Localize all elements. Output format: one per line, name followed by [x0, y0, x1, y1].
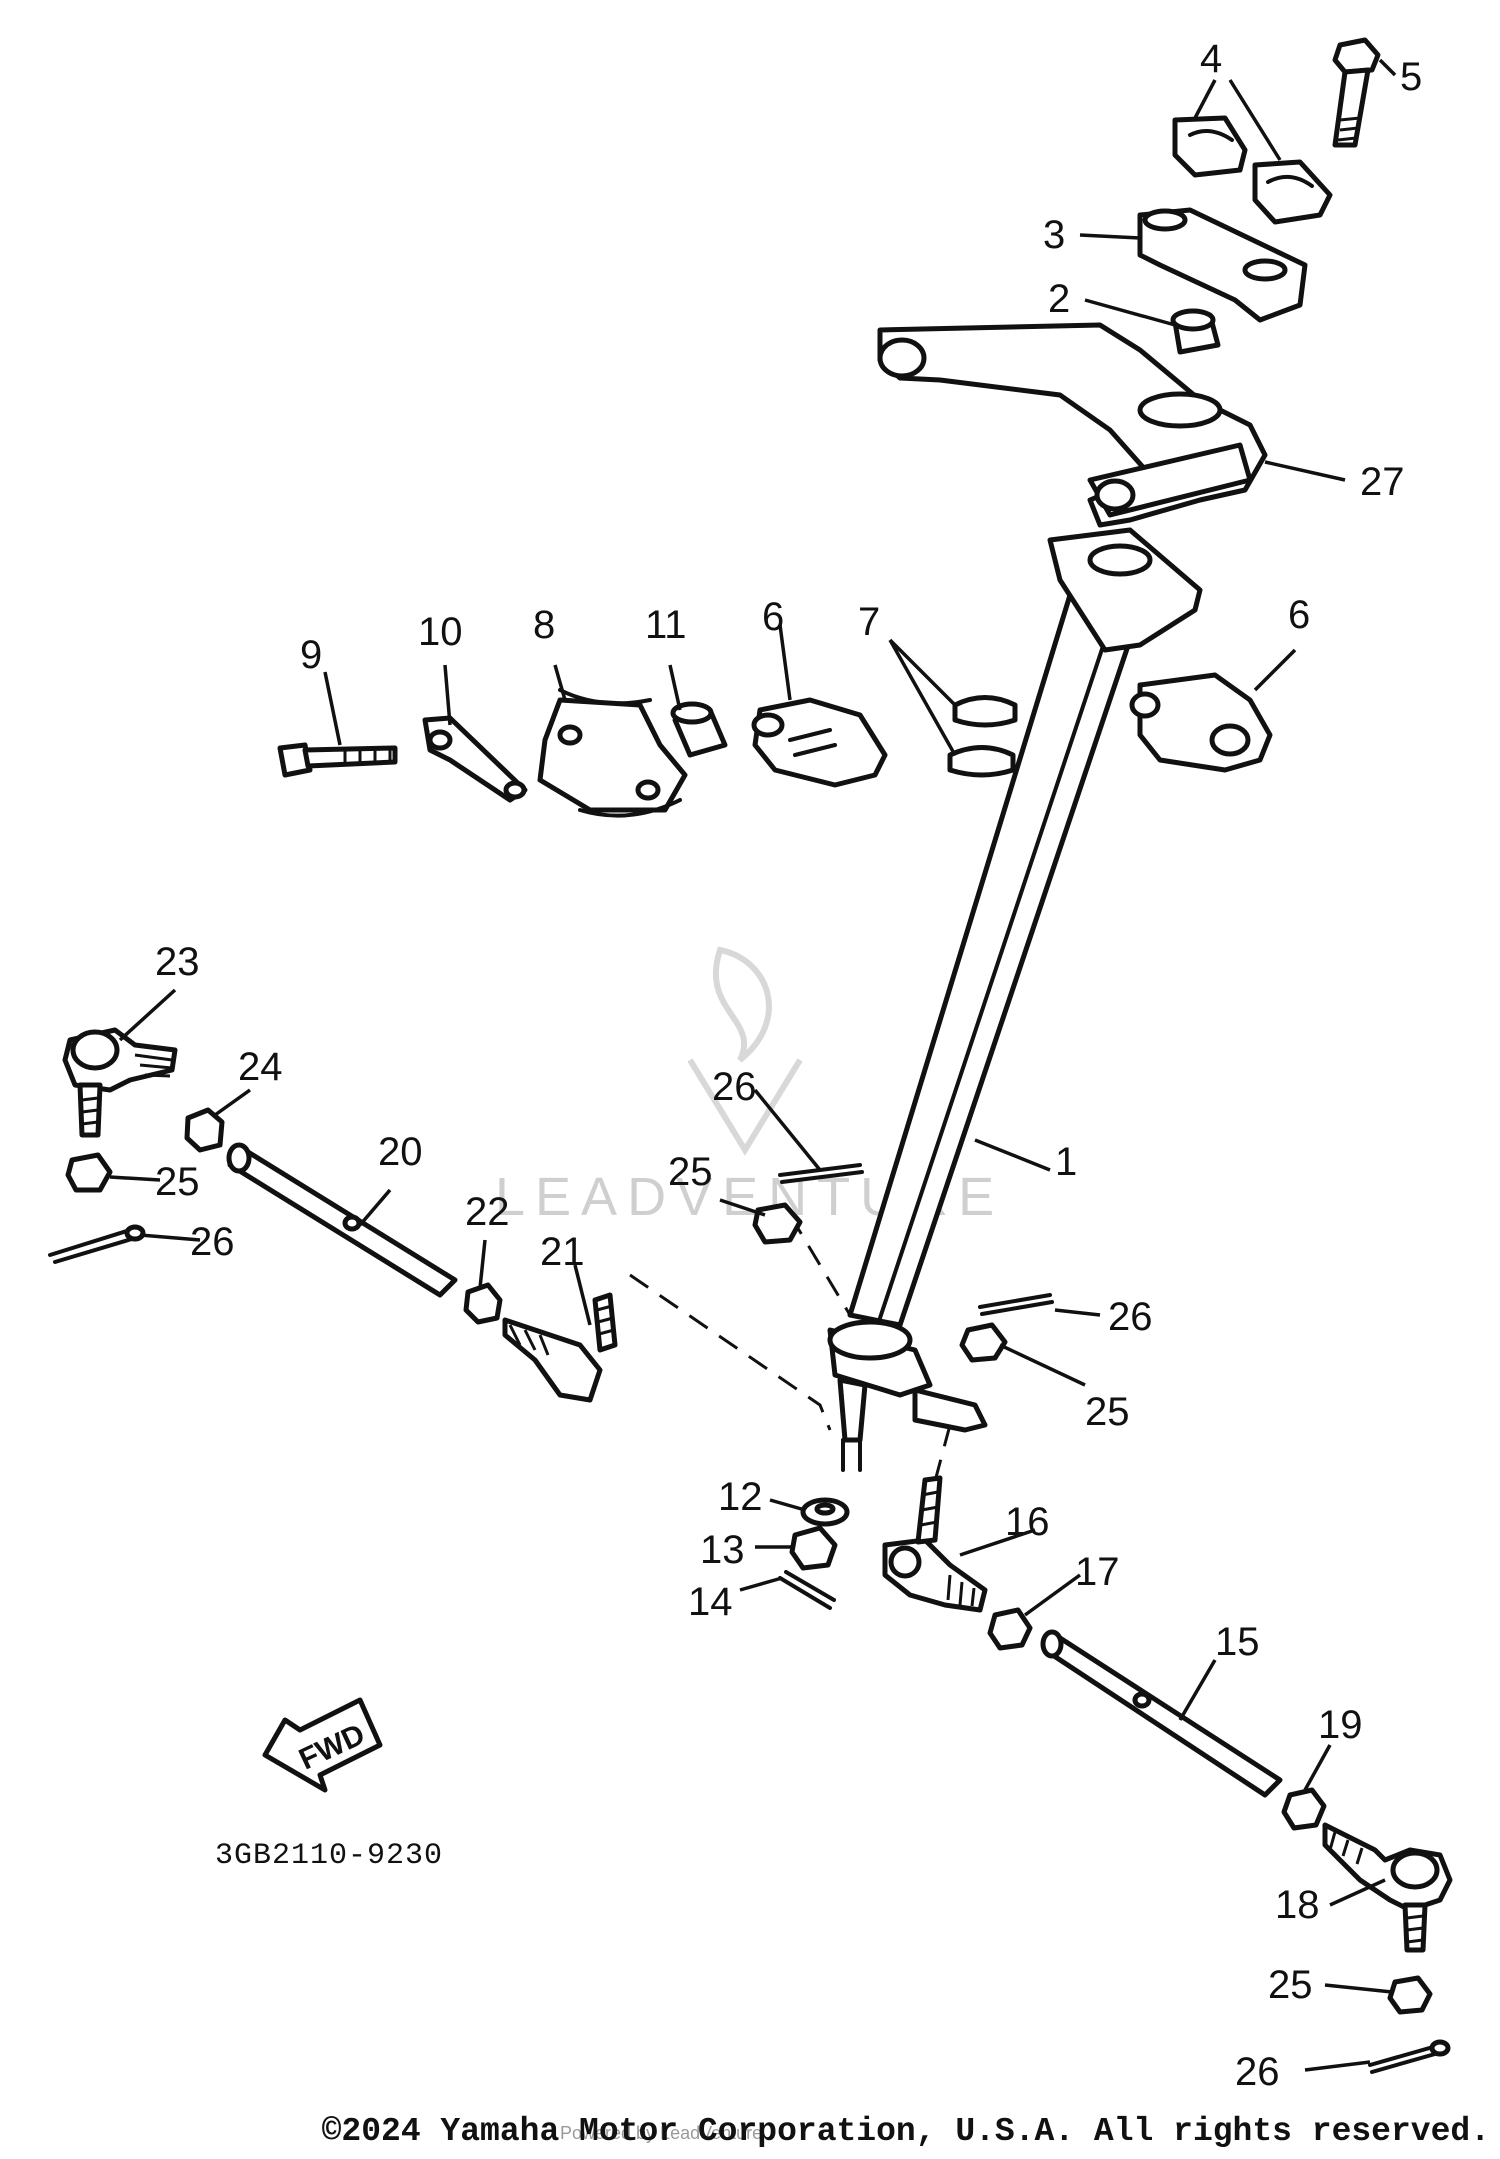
callout-27: 27	[1360, 460, 1405, 504]
callout-16: 16	[1005, 1500, 1050, 1544]
ball-joint-left-end	[62, 1027, 178, 1138]
callout-25d: 25	[1268, 1963, 1313, 2007]
callout-12: 12	[718, 1475, 763, 1519]
callout-2: 2	[1048, 277, 1070, 321]
ball-joint-right-inner	[882, 1475, 988, 1613]
jam-nut-right	[1281, 1787, 1327, 1831]
callout-1: 1	[1055, 1140, 1077, 1184]
tie-rod-right	[1040, 1629, 1283, 1798]
callout-26b: 26	[712, 1065, 757, 1109]
castle-nut-2	[752, 1202, 803, 1245]
castle-nut-3	[959, 1322, 1008, 1363]
callout-9: 9	[300, 633, 322, 677]
callout-17: 17	[1075, 1550, 1120, 1594]
jam-nut-left	[184, 1107, 225, 1153]
callout-6b: 6	[1288, 593, 1310, 637]
callout-7: 7	[858, 600, 880, 644]
callout-22: 22	[465, 1190, 510, 1234]
callout-6a: 6	[762, 595, 784, 639]
handlebar-holder-lower	[1137, 207, 1308, 323]
callout-18: 18	[1275, 1883, 1320, 1927]
callout-labels: 4 5 3 2 27 9 10 8 11 6 7 6 23 24 25 26 2…	[155, 37, 1422, 2094]
lock-washer	[422, 715, 528, 803]
cotter-pin-3	[978, 1293, 1054, 1316]
ball-joint-left-inner	[502, 1292, 618, 1403]
callout-26c: 26	[1108, 1295, 1153, 1339]
shaft-bushing-halves	[947, 695, 1018, 778]
callout-14: 14	[688, 1580, 733, 1624]
leader-lines	[109, 58, 1397, 2072]
callout-11: 11	[645, 603, 687, 647]
callout-25b: 25	[668, 1150, 713, 1194]
jam-nut-inner-left	[463, 1282, 503, 1325]
holder-bolt	[1332, 37, 1381, 148]
callout-10: 10	[418, 610, 463, 654]
callout-5: 5	[1400, 55, 1422, 99]
cotter-pin-4	[1368, 2039, 1451, 2074]
cotter-pin-1	[48, 1224, 146, 1264]
column-bracket	[877, 322, 1268, 528]
forward-arrow: FWD	[262, 1697, 383, 1793]
castle-nut-4	[1387, 1975, 1433, 2015]
assembly-line-2	[928, 1424, 952, 1501]
callout-26d: 26	[1235, 2050, 1280, 2094]
copyright-footer: ©2024 Yamaha Motor Corporation, U.S.A. A…	[321, 2113, 1490, 2150]
callout-21: 21	[540, 1230, 585, 1274]
castle-nut-1	[65, 1152, 113, 1193]
ball-joint-right-end	[1322, 1822, 1453, 1953]
callout-23: 23	[155, 940, 200, 984]
guide-collar	[670, 701, 728, 758]
callout-25a: 25	[155, 1160, 200, 1204]
handlebar-holder-upper	[1172, 115, 1333, 225]
callout-25c: 25	[1085, 1390, 1130, 1434]
callout-19: 19	[1318, 1703, 1363, 1747]
callout-8: 8	[533, 603, 555, 647]
tie-rod-left	[226, 1142, 458, 1298]
callout-13: 13	[700, 1528, 745, 1572]
callout-24: 24	[238, 1045, 283, 1089]
shaft-clamp-left	[751, 697, 888, 788]
callout-3: 3	[1043, 213, 1065, 257]
shaft-nut	[789, 1525, 838, 1571]
washer	[800, 1497, 850, 1527]
callout-4: 4	[1200, 37, 1222, 81]
callout-20: 20	[378, 1130, 423, 1174]
shaft-clamp-right	[1129, 672, 1273, 773]
assembly-line	[629, 1273, 832, 1431]
shaft-cotter-pin	[778, 1570, 836, 1610]
guide-bolt	[277, 742, 398, 778]
callout-26a: 26	[190, 1220, 235, 1264]
steering-guide	[537, 688, 688, 818]
jam-nut-inner-right	[987, 1607, 1033, 1651]
powered-by-text: Powered by LeadVenture	[560, 2123, 763, 2143]
callout-15: 15	[1215, 1620, 1260, 1664]
drawing-code: 3GB2110-9230	[215, 1839, 443, 1873]
assembly-line-3	[788, 1214, 852, 1316]
steering-shaft	[827, 527, 1203, 1472]
bushing	[1170, 308, 1221, 355]
